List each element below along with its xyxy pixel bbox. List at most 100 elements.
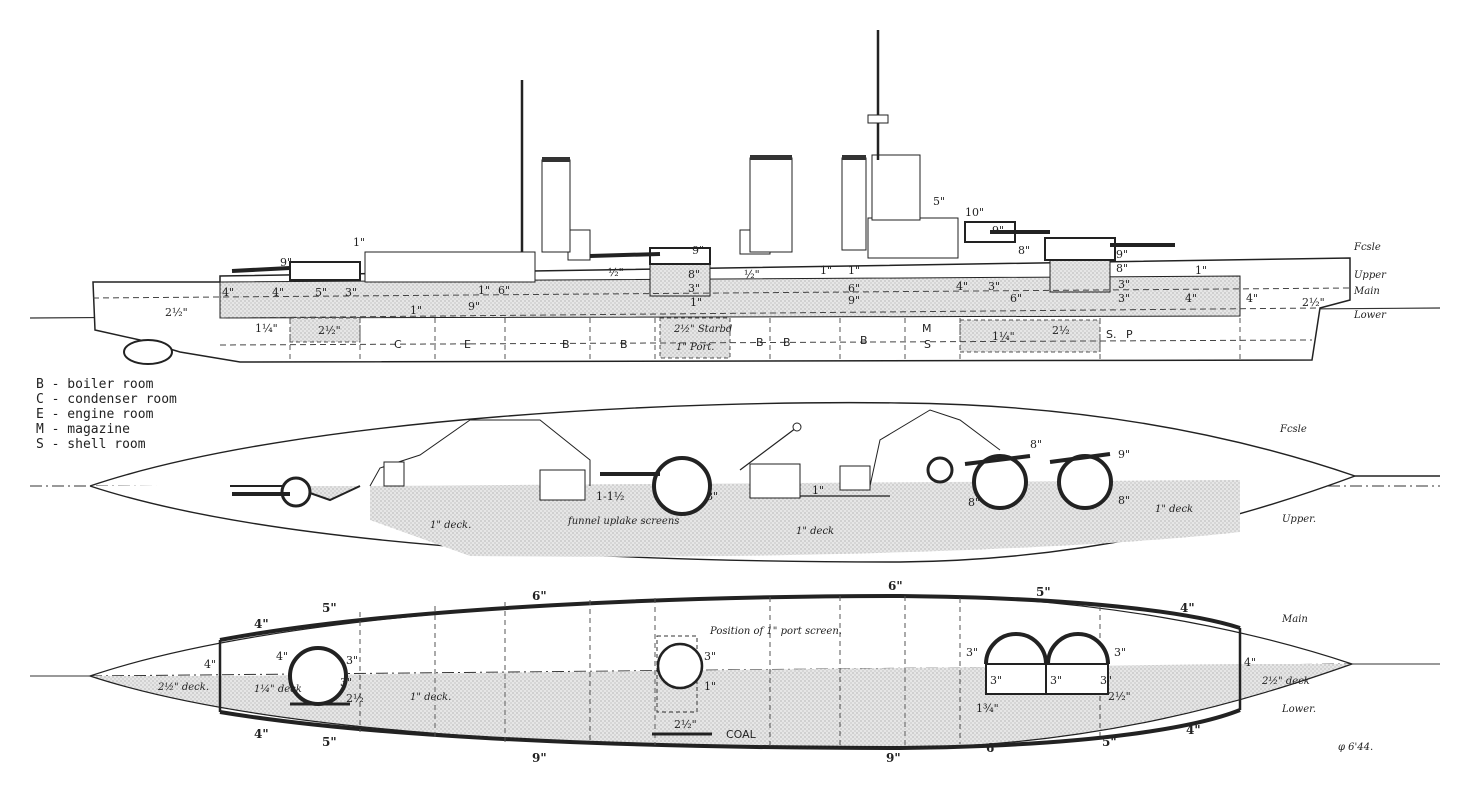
deck-annotation: funnel uplake screens xyxy=(567,516,679,527)
thickness-label: 4" xyxy=(1186,723,1201,737)
legend-item: B - boiler room xyxy=(36,377,154,392)
thickness-label: 4" xyxy=(276,650,288,663)
thickness-label: 4" xyxy=(956,280,968,293)
deck-annotation: 1" deck xyxy=(1155,504,1193,515)
thickness-label: 1" xyxy=(704,680,716,693)
thickness-label: 2½" xyxy=(1108,690,1131,703)
thickness-label: 2½" xyxy=(165,306,188,319)
thickness-label: 4" xyxy=(222,286,234,299)
thickness-label: 4" xyxy=(1185,292,1197,305)
thickness-label: 4" xyxy=(1244,656,1256,669)
thickness-label: 9" xyxy=(280,256,292,269)
thickness-label: 5" xyxy=(933,195,945,208)
thickness-label: 6" xyxy=(1010,292,1022,305)
room-label: M xyxy=(922,322,932,335)
deck-annotation: 2½" deck xyxy=(1261,676,1310,687)
legend-item: E - engine room xyxy=(36,407,154,422)
thickness-label: 3" xyxy=(1114,646,1126,659)
thickness-label: 8" xyxy=(706,490,718,503)
thickness-label: 1" xyxy=(820,264,832,277)
thickness-label: 4" xyxy=(254,727,269,741)
deck-annotation: 1" deck. xyxy=(410,692,451,703)
room-label: B xyxy=(756,336,764,349)
thickness-label: 2½ xyxy=(346,692,364,705)
thickness-label: 2½" Starbd xyxy=(673,324,732,335)
thickness-label: 5" xyxy=(322,601,337,615)
thickness-label: 6" xyxy=(532,589,547,603)
port-screen-note: Position of 1" port screen. xyxy=(709,626,842,637)
deck-label-fcsle: Fcsle xyxy=(1353,242,1381,253)
thickness-label: 1" xyxy=(812,484,824,497)
thickness-label: 9" xyxy=(992,224,1004,237)
thickness-label: 3" xyxy=(966,646,978,659)
thickness-label: 5" xyxy=(322,735,337,749)
thickness-label: 3" xyxy=(340,676,352,689)
upper-deck-plan: 1" deck. funnel uplake screens 1" deck 1… xyxy=(30,401,1440,563)
signature: φ 6'44. xyxy=(1338,742,1373,753)
thickness-label: 2½" xyxy=(318,324,341,337)
thickness-label: 10" xyxy=(965,206,984,219)
thickness-label: 3" xyxy=(988,280,1000,293)
thickness-label: 5" xyxy=(315,286,327,299)
thickness-label: 3" xyxy=(345,286,357,299)
thickness-label: 3" xyxy=(346,654,358,667)
thickness-label: 6" xyxy=(986,741,1001,755)
thickness-label: 1" xyxy=(848,264,860,277)
thickness-label: 9" xyxy=(1118,448,1130,461)
thickness-label: 6" xyxy=(848,282,860,295)
thickness-label: 4" xyxy=(1180,601,1195,615)
thickness-label: ½" xyxy=(744,268,760,281)
thickness-label: 8" xyxy=(968,496,980,509)
room-label: B xyxy=(620,338,628,351)
thickness-label: 2½" xyxy=(674,718,697,731)
thickness-label: 5" xyxy=(1102,735,1117,749)
thickness-label: 3" xyxy=(1050,674,1062,687)
thickness-label: 5" xyxy=(1036,585,1051,599)
thickness-label: 3" xyxy=(990,674,1002,687)
thickness-label: 1" xyxy=(353,236,365,249)
thickness-label: 8" xyxy=(688,268,700,281)
thickness-label: 4" xyxy=(272,286,284,299)
thickness-label: 8" xyxy=(1116,262,1128,275)
thickness-label: 1¼" xyxy=(255,322,278,335)
legend-item: C - condenser room xyxy=(36,392,177,407)
room-label: C xyxy=(394,338,402,351)
thickness-label: 8" xyxy=(1018,244,1030,257)
profile-view: C E B B B B B M S S. P 9" 1" 4" 4" 5" 3"… xyxy=(29,30,1441,365)
thickness-label: 9" xyxy=(848,294,860,307)
thickness-label: 1-1½ xyxy=(596,490,624,503)
thickness-label: 4" xyxy=(204,658,216,671)
deck-label-upper-plan: Upper. xyxy=(1282,514,1316,525)
thickness-label: 1" xyxy=(478,284,490,297)
thickness-label: 4" xyxy=(254,617,269,631)
thickness-label: 8" xyxy=(1030,438,1042,451)
thickness-label: 1¼" xyxy=(992,330,1015,343)
thickness-label: 8" xyxy=(1118,494,1130,507)
room-label: B xyxy=(562,338,570,351)
thickness-label: 3" xyxy=(688,282,700,295)
deck-label-main-plan: Main xyxy=(1281,614,1308,625)
room-label: P xyxy=(1126,328,1133,341)
main-deck-plan: COAL Position of 1" port screen. 2½" dec… xyxy=(30,579,1440,765)
thickness-label: 2½ xyxy=(1052,324,1070,337)
thickness-label: 4" xyxy=(1246,292,1258,305)
deck-label-main: Main xyxy=(1353,286,1380,297)
room-label: B xyxy=(783,336,791,349)
deck-label-lower-plan: Lower. xyxy=(1281,704,1316,715)
deck-annotation: 1" deck xyxy=(796,526,834,537)
room-label: S xyxy=(924,338,931,351)
room-label: E xyxy=(464,338,471,351)
thickness-label: 9" xyxy=(532,751,547,765)
legend-item: S - shell room xyxy=(36,437,146,452)
deck-annotation: 1" deck. xyxy=(430,520,471,531)
thickness-label: 6" xyxy=(888,579,903,593)
thickness-label: 6" xyxy=(498,284,510,297)
thickness-label: 3" xyxy=(704,650,716,663)
thickness-label: 9" xyxy=(1116,248,1128,261)
thickness-label: 1" Port. xyxy=(676,342,714,353)
thickness-label: 1" xyxy=(410,304,422,317)
thickness-label: 3" xyxy=(1118,278,1130,291)
room-label: B xyxy=(860,334,868,347)
room-label: S. xyxy=(1106,328,1116,341)
